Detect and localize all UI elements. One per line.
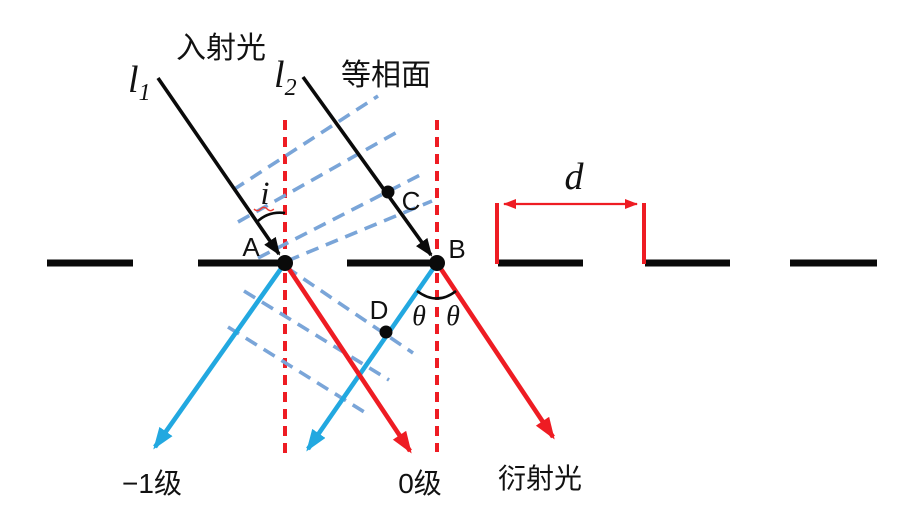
incidence-angle-arc bbox=[256, 211, 286, 223]
grating-period-label: d bbox=[565, 156, 585, 198]
incident-light-label: 入射光 bbox=[176, 32, 266, 65]
wavy-underline bbox=[253, 206, 275, 212]
point-d-label: D bbox=[370, 295, 389, 325]
equiphase-lines-upper bbox=[232, 94, 433, 263]
theta-right-label: θ bbox=[446, 301, 460, 332]
point-b-label: B bbox=[448, 234, 465, 264]
incidence-angle-label: i bbox=[260, 176, 269, 212]
ray-l2-label: l2 bbox=[274, 54, 297, 101]
equiphase-lines-lower bbox=[227, 265, 415, 417]
equiphase-line bbox=[232, 94, 379, 192]
equiphase-line bbox=[257, 170, 427, 260]
minus-one-order-ray-from-b bbox=[306, 261, 439, 452]
theta-left-label: θ bbox=[412, 301, 426, 332]
equiphase-line bbox=[243, 289, 390, 382]
theta-angle-arc bbox=[416, 289, 457, 300]
equiphase-line bbox=[227, 325, 370, 417]
point-a-label: A bbox=[242, 232, 260, 262]
minus-one-order-ray-from-a bbox=[153, 261, 287, 450]
period-dimension bbox=[495, 199, 646, 264]
order-minus-one-label: −1级 bbox=[122, 468, 182, 499]
diffracted-light-label: 衍射光 bbox=[498, 463, 582, 494]
equiphase-surface-label: 等相面 bbox=[341, 59, 431, 92]
point-c-dot bbox=[381, 185, 395, 199]
order-zero-label: 0级 bbox=[398, 468, 442, 499]
ray-l1-label: l1 bbox=[128, 59, 151, 106]
point-a-dot bbox=[277, 255, 293, 271]
zero-order-ray-from-a bbox=[283, 261, 412, 454]
incident-ray-l2 bbox=[301, 75, 433, 257]
point-c-label: C bbox=[402, 186, 421, 216]
equiphase-line bbox=[284, 265, 415, 355]
diffracted-ray-from-b bbox=[435, 261, 555, 440]
point-d-dot bbox=[379, 325, 393, 339]
incident-ray-l1 bbox=[156, 76, 281, 256]
equiphase-line bbox=[286, 199, 433, 263]
point-b-dot bbox=[429, 255, 445, 271]
